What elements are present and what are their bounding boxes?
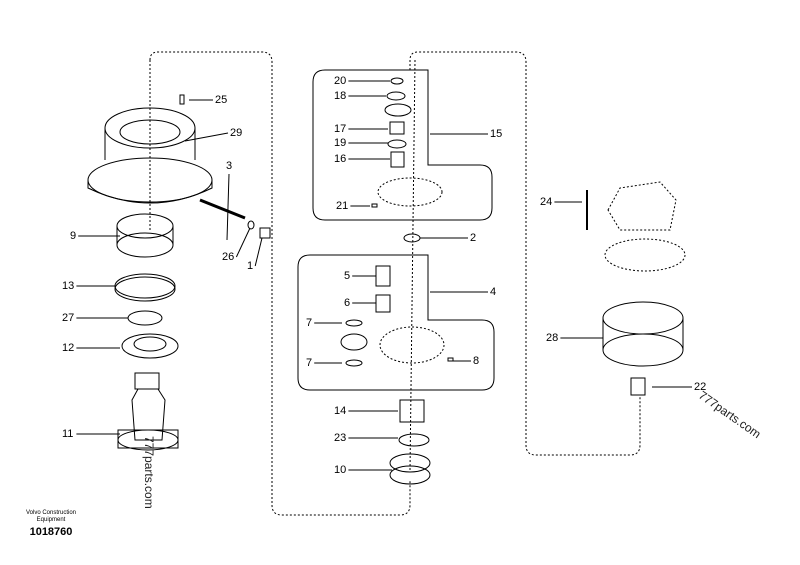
callout-label-13: 13 bbox=[62, 280, 75, 292]
center-axis bbox=[409, 59, 416, 471]
brand-line-2: Equipment bbox=[36, 517, 66, 523]
washer-part-19 bbox=[387, 139, 407, 149]
group-box-15 bbox=[312, 69, 493, 221]
callout-label-9: 9 bbox=[70, 230, 77, 242]
ring-part-13 bbox=[114, 273, 176, 299]
bolt-part-3 bbox=[199, 198, 246, 220]
carrier-dashed bbox=[377, 177, 443, 207]
callout-label-19: 19 bbox=[334, 137, 347, 149]
ring-part-20 bbox=[390, 77, 404, 85]
pin-part-21 bbox=[371, 203, 378, 208]
ring-part-7-lower bbox=[345, 359, 363, 367]
callout-label-23: 23 bbox=[334, 432, 347, 444]
gear-part-22 bbox=[630, 377, 646, 396]
bushing-part-17 bbox=[389, 121, 405, 135]
dashed-loop-right bbox=[409, 51, 641, 456]
callout-label-27: 27 bbox=[62, 312, 75, 324]
callout-label-14: 14 bbox=[334, 405, 347, 417]
leader-line-3 bbox=[226, 173, 230, 241]
callout-label-16: 16 bbox=[334, 153, 347, 165]
shaft-part-11 bbox=[117, 372, 179, 451]
motor-dashed bbox=[604, 181, 686, 272]
brand-line-1: Volvo Construction bbox=[25, 510, 77, 516]
gear-upper bbox=[384, 103, 412, 117]
callout-label-20: 20 bbox=[334, 75, 347, 87]
ring-part-27 bbox=[127, 310, 163, 326]
bearing-part-10 bbox=[389, 453, 431, 485]
callout-label-22: 22 bbox=[694, 381, 707, 393]
callout-label-4: 4 bbox=[490, 286, 497, 298]
pin-part-16 bbox=[390, 151, 405, 168]
callout-label-8: 8 bbox=[473, 355, 480, 367]
seal-part-12 bbox=[121, 333, 179, 359]
gear-lower bbox=[340, 333, 368, 351]
callout-label-12: 12 bbox=[62, 342, 75, 354]
callout-label-3: 3 bbox=[226, 160, 233, 172]
callout-label-15: 15 bbox=[490, 128, 503, 140]
callout-label-24: 24 bbox=[540, 196, 553, 208]
washer-part-2 bbox=[403, 233, 421, 243]
callout-label-11: 11 bbox=[62, 428, 74, 440]
ring-gear-part-28 bbox=[602, 301, 684, 367]
dashed-loop-left bbox=[149, 51, 411, 516]
callout-label-17: 17 bbox=[334, 123, 347, 135]
callout-label-26: 26 bbox=[222, 251, 235, 263]
callout-label-21: 21 bbox=[336, 200, 349, 212]
callout-label-2: 2 bbox=[470, 232, 477, 244]
callout-label-10: 10 bbox=[334, 464, 347, 476]
drawing-number: 1018760 bbox=[29, 526, 73, 538]
callout-label-7: 7 bbox=[306, 317, 313, 329]
bearing-part-9 bbox=[116, 213, 174, 258]
washer-part-18 bbox=[386, 91, 406, 101]
callout-label-28: 28 bbox=[546, 332, 559, 344]
group-box-4 bbox=[297, 254, 495, 391]
carrier-lower-dashed bbox=[379, 326, 445, 364]
callout-label-6: 6 bbox=[344, 297, 351, 309]
callout-label-25: 25 bbox=[215, 94, 228, 106]
callout-label-29: 29 bbox=[230, 127, 243, 139]
callout-label-1: 1 bbox=[247, 260, 254, 272]
gear-part-14 bbox=[399, 399, 425, 423]
callout-label-7: 7 bbox=[306, 357, 313, 369]
leader-line-1 bbox=[254, 237, 263, 267]
leader-line-29 bbox=[184, 132, 229, 142]
bushing-part-6 bbox=[375, 294, 391, 313]
title-block: Volvo Construction Equipment 1018760 bbox=[10, 510, 92, 538]
pin-part-25 bbox=[179, 94, 185, 105]
watermark-left: 777parts.com bbox=[142, 436, 156, 509]
pin-part-5 bbox=[375, 265, 391, 287]
leader-line-26 bbox=[235, 227, 251, 258]
callout-label-18: 18 bbox=[334, 90, 347, 102]
housing-part-29 bbox=[87, 107, 213, 204]
callout-label-5: 5 bbox=[344, 270, 351, 282]
pin-part-8 bbox=[447, 357, 454, 362]
ring-part-7-upper bbox=[345, 319, 363, 327]
snap-ring-part-23 bbox=[398, 433, 430, 447]
callout-leaders bbox=[76, 80, 692, 471]
